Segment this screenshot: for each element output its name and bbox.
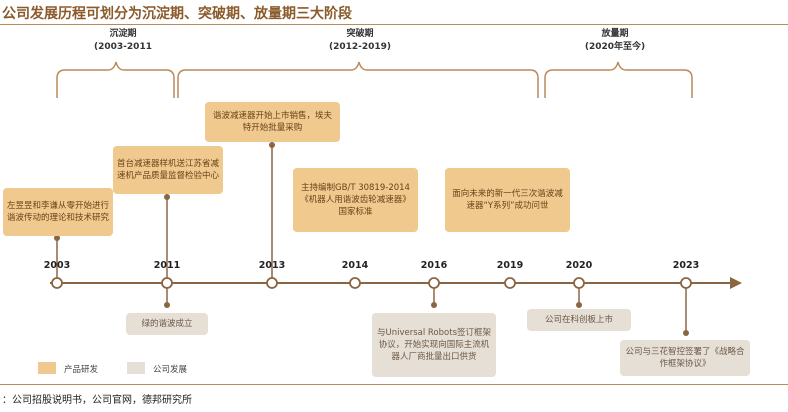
footer-divider <box>0 384 788 385</box>
event-box-2014: 主持编制GB/T 30819-2014《机器人用谐波齿轮减速器》国家标准 <box>293 168 418 232</box>
dot-2011-bottom <box>164 302 170 308</box>
legend-swatch-company <box>127 362 145 374</box>
legend-swatch-product <box>38 362 56 374</box>
year-label-2019: 2019 <box>496 260 524 271</box>
event-box-2016: 与Universal Robots签订框架协议，开始实现向国际主流机器人厂商批量… <box>372 313 496 377</box>
dot-2013-top <box>269 142 275 148</box>
event-box-2011-product: 首台减速器样机送江苏省减速机产品质量监督检验中心 <box>113 146 223 194</box>
phase-label-2: 突破期 (2012-2019) <box>305 28 415 54</box>
phase-1-range: (2003-2011 <box>94 42 152 52</box>
year-label-2011: 2011 <box>153 260 181 271</box>
marker-2016 <box>428 277 440 289</box>
event-box-2019: 面向未来的新一代三次谐波减速器“Y系列”成功问世 <box>445 168 570 232</box>
legend-label-company: 公司发展 <box>153 365 188 375</box>
year-label-2013: 2013 <box>258 260 286 271</box>
event-box-2013: 谐波减速器开始上市销售，埃夫特开始批量采购 <box>205 102 340 142</box>
timeline-arrowhead <box>730 277 742 289</box>
phase-2-brace <box>177 61 539 98</box>
page-title: 公司发展历程可划分为沉淀期、突破期、放量期三大阶段 <box>2 6 352 22</box>
dot-2003-top <box>54 235 60 241</box>
phase-1-name: 沉淀期 <box>109 29 137 39</box>
marker-2019 <box>504 277 516 289</box>
phase-2-name: 突破期 <box>346 29 374 39</box>
phase-label-1: 沉淀期 (2003-2011 <box>78 28 168 54</box>
dot-2011-top <box>164 194 170 200</box>
phase-3-range: (2020年至今) <box>584 42 646 52</box>
year-label-2003: 2003 <box>43 260 71 271</box>
event-box-2023: 公司与三花智控签署了《战略合作框架协议》 <box>620 340 750 376</box>
dot-2023-bottom <box>683 330 689 336</box>
dot-2020-bottom <box>576 302 582 308</box>
marker-2003 <box>51 277 63 289</box>
marker-2013 <box>266 277 278 289</box>
year-label-2014: 2014 <box>341 260 369 271</box>
phase-2-range: (2012-2019) <box>328 42 392 52</box>
year-label-2020: 2020 <box>565 260 593 271</box>
phase-1-brace <box>56 61 175 98</box>
dot-2016-bottom <box>431 302 437 308</box>
title-divider <box>0 24 788 25</box>
phase-label-3: 放量期 (2020年至今) <box>560 28 670 54</box>
marker-2020 <box>573 277 585 289</box>
phase-3-brace <box>544 61 693 98</box>
marker-2023 <box>680 277 692 289</box>
phase-3-name: 放量期 <box>601 29 629 39</box>
legend-label-product: 产品研发 <box>64 365 99 375</box>
marker-2011 <box>161 277 173 289</box>
event-box-2003: 左昱昱和李谦从零开始进行谐波传动的理论和技术研究 <box>3 188 113 236</box>
event-box-2020: 公司在科创板上市 <box>527 309 631 331</box>
marker-2014 <box>349 277 361 289</box>
year-label-2023: 2023 <box>672 260 700 271</box>
year-label-2016: 2016 <box>420 260 448 271</box>
event-box-2011-company: 绿的谐波成立 <box>126 313 208 335</box>
source-note: ：公司招股说明书，公司官网，德邦研究所 <box>2 395 192 406</box>
